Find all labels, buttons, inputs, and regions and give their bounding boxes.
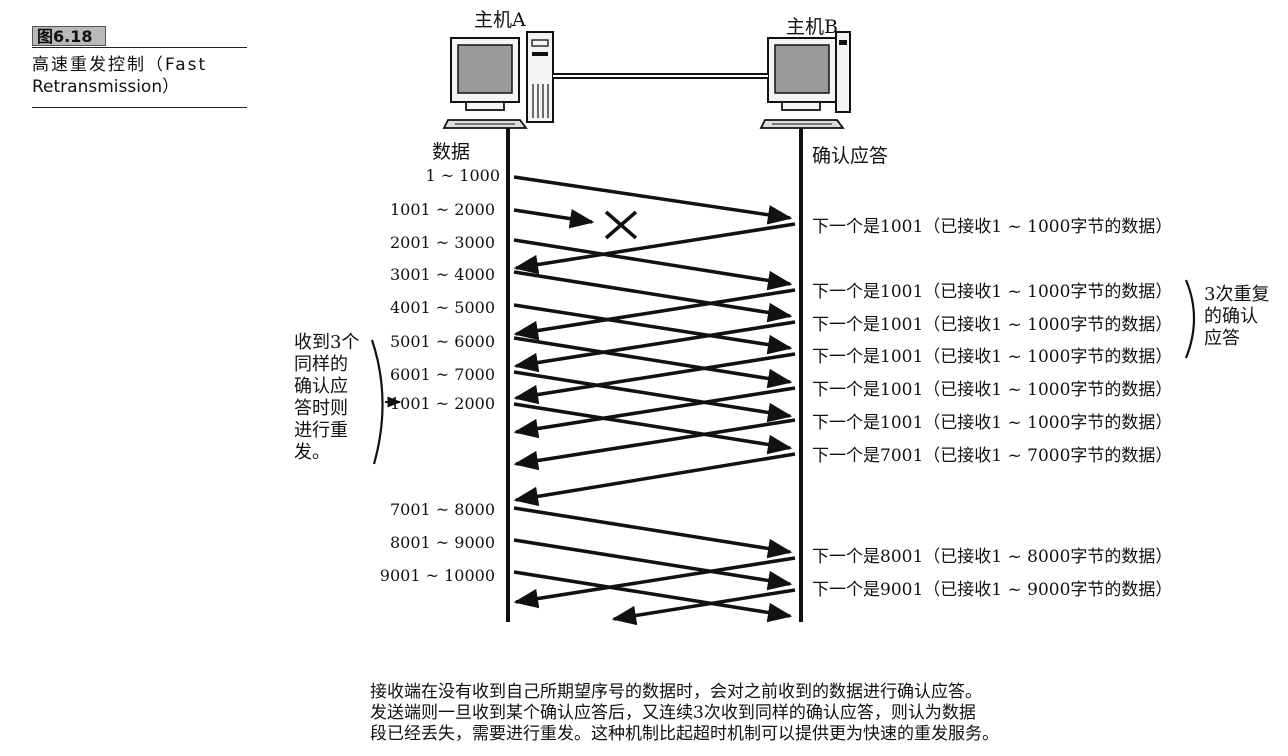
segment-arrow [513,336,793,389]
segment-label: 5001 ~ 6000 [389,332,495,351]
description-line: 发送端则一旦收到某个确认应答后，又连续3次收到同样的确认应答，则认为数据 [370,703,976,723]
left-brace [370,339,384,465]
segment-label: 6001 ~ 7000 [389,365,495,384]
left-note: 收到3个 同样的 确认应 答时则 进行重 发。 [294,332,359,464]
right-brace [1184,279,1196,359]
ack-arrow [513,288,796,341]
segment-label: 4001 ~ 5000 [389,298,495,317]
ack-label: 下一个是1001（已接收1 ~ 1000字节的数据） [812,380,1173,400]
computer-a-icon [442,31,554,129]
ack-arrow [513,320,796,373]
left-note-line: 发。 [294,442,330,463]
right-note-line: 应答 [1204,328,1240,349]
right-note-line: 3次重复 [1204,284,1270,305]
segment-label: 1001 ~ 2000 [389,200,495,219]
host-b-label: 主机B [786,16,838,38]
right-note: 3次重复 的确认 应答 [1204,284,1269,350]
retransmit-segment-label: 1001 ~ 2000 [389,394,495,413]
ack-label: 下一个是8001（已接收1 ~ 8000字节的数据） [812,547,1173,567]
ack-arrow [513,556,796,609]
segment-label: 9001 ~ 10000 [379,566,495,585]
retransmit-arrow [513,402,793,455]
segment-label: 7001 ~ 8000 [389,500,495,519]
segment-label: 3001 ~ 4000 [389,265,495,284]
ack-label: 下一个是7001（已接收1 ~ 7000字节的数据） [812,446,1173,466]
segment-arrow [513,570,793,623]
ack-label: 下一个是1001（已接收1 ~ 1000字节的数据） [812,413,1173,433]
segment-label: 2001 ~ 3000 [389,233,495,252]
left-note-line: 答时则 [294,398,348,419]
right-note-line: 的确认 [1204,306,1258,327]
segment-arrow [513,270,793,323]
left-note-line: 确认应 [294,376,348,397]
ack-arrow [513,386,796,439]
description-line: 段已经丢失，需要进行重发。这种机制比起超时机制可以提供更为快速的重发服务。 [370,724,999,744]
ack-arrow [513,352,796,405]
figure-title-line1: 高速重发控制（Fast [32,55,208,75]
left-note-line: 同样的 [294,354,348,375]
figure-title: 高速重发控制（Fast Retransmission） [32,54,247,98]
ack-label: 下一个是1001（已接收1 ~ 1000字节的数据） [812,347,1173,367]
ack-label: 下一个是1001（已接收1 ~ 1000字节的数据） [812,282,1173,302]
data-column-label: 数据 [432,141,471,163]
ack-arrow [611,588,796,626]
ack-column-label: 确认应答 [812,145,889,167]
segment-arrow [513,370,793,423]
segment-arrow [513,238,793,291]
segment-label: 1 ~ 1000 [425,166,500,185]
ack-arrow [513,452,796,507]
caption-rule-top [32,47,247,48]
segment-arrow [513,506,793,559]
left-note-line: 收到3个 [294,332,360,353]
description: 接收端在没有收到自己所期望序号的数据时，会对之前收到的数据进行确认应答。 发送端… [370,682,999,745]
ack-arrow [513,418,796,471]
segment-arrow [513,303,793,355]
figure-title-line2: Retransmission） [32,77,180,97]
segment-label: 8001 ~ 9000 [389,533,495,552]
figure-label: 图6.18 [32,26,106,46]
segment-arrow [513,175,793,225]
ack-label: 下一个是9001（已接收1 ~ 9000字节的数据） [812,580,1173,600]
segment-arrow [513,538,793,591]
host-a-label: 主机A [474,9,526,31]
caption-rule-bottom [32,107,247,108]
left-note-line: 进行重 [294,420,348,441]
computer-b-icon [759,31,851,129]
ack-label: 下一个是1001（已接收1 ~ 1000字节的数据） [812,315,1173,335]
description-line: 接收端在没有收到自己所期望序号的数据时，会对之前收到的数据进行确认应答。 [370,682,982,702]
ack-arrow [513,222,796,275]
lost-segment-arrow [513,208,595,229]
ack-label: 下一个是1001（已接收1 ~ 1000字节的数据） [812,217,1173,237]
